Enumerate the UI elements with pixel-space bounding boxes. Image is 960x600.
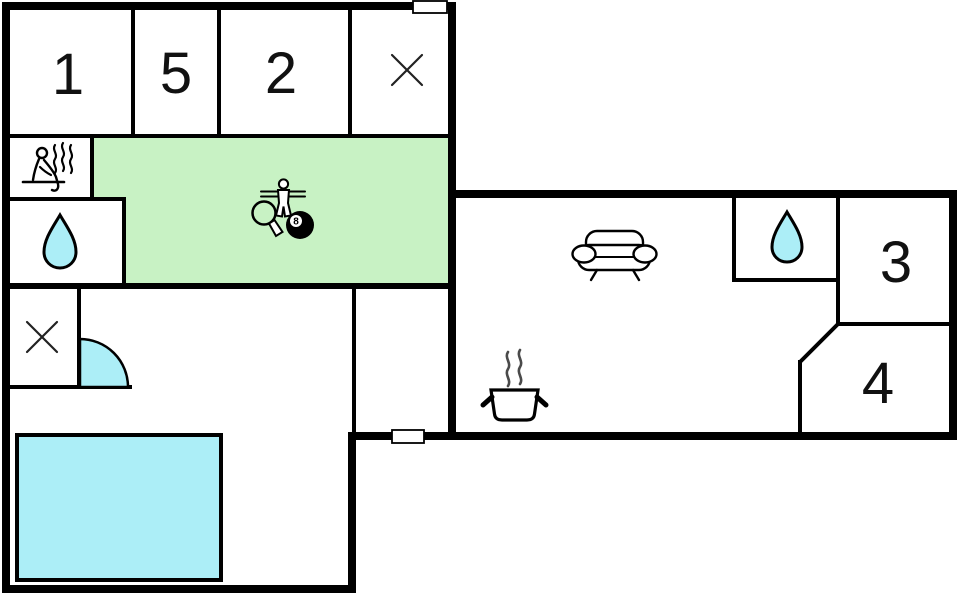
room-label-1: 1: [52, 42, 84, 107]
water-drop-shape: [770, 209, 804, 264]
wall-hall-xroom-bottom: [2, 385, 132, 389]
pot-handle: [480, 394, 495, 408]
wall-activity-room-bottom: [10, 283, 448, 289]
swimming-pool: [15, 433, 223, 582]
wall-room3-bottom: [836, 322, 950, 326]
sofa-icon: [571, 229, 658, 282]
wall-sauna-bottom: [10, 197, 126, 201]
wall-center-vertical: [448, 2, 456, 440]
sofa-leg: [589, 268, 599, 282]
sauna-steam-line: [52, 143, 58, 175]
billiard-ball-number: 8: [293, 217, 299, 228]
wall-room4-left: [798, 360, 802, 432]
door-swing-arc-icon: [78, 337, 130, 389]
cooking-pot-icon: [480, 348, 549, 422]
door-marker-top: [412, 0, 448, 14]
sauna-person-leg: [42, 158, 60, 192]
room-label-4: 4: [862, 351, 894, 416]
paddle-handle: [267, 218, 284, 238]
room-label-2: 2: [265, 41, 297, 106]
wall-right-building-right: [949, 190, 957, 440]
sauna-steam-line: [60, 141, 66, 173]
billiard-ball-number-circle: [290, 215, 302, 227]
billiard-8-ball-icon: 8: [286, 211, 314, 239]
wall-room2-xroom: [348, 10, 352, 134]
paddle-blade: [251, 200, 277, 226]
wall-room1-room5: [131, 10, 135, 134]
pot-steam-line: [505, 350, 511, 388]
sauna-person-head: [35, 146, 49, 160]
pot-body: [489, 388, 540, 422]
wall-room4-diagonal: [798, 322, 840, 364]
activity-room-floor: [94, 138, 448, 283]
sauna-icon: [21, 141, 74, 192]
wall-vestibule-left: [352, 289, 356, 432]
water-drop-icon: [770, 209, 804, 264]
wall-outer-left: [2, 2, 10, 593]
foosball-player-head: [277, 178, 290, 190]
water-drop-icon: [42, 212, 78, 270]
pot-steam-line: [517, 348, 523, 386]
x-mark-icon: [390, 53, 424, 87]
room-label-3: 3: [880, 230, 912, 295]
pot-handle: [534, 394, 549, 408]
wall-right-building-top: [448, 190, 957, 198]
wall-room3-left: [836, 198, 840, 326]
wall-bath-right-left: [732, 198, 736, 282]
foosball-player-body: [274, 189, 293, 218]
wall-bedroom-row-bottom: [10, 134, 448, 138]
wall-bath-right-bottom: [732, 278, 838, 282]
sofa-leg: [631, 268, 641, 282]
sauna-person-arm: [38, 165, 53, 177]
sauna-steam-line: [68, 143, 74, 175]
wall-outer-south: [348, 432, 957, 440]
table-tennis-icon: [251, 200, 284, 238]
wall-outer-top: [2, 2, 456, 10]
wall-bath-left-right: [122, 201, 126, 287]
sofa-armrest: [571, 244, 597, 264]
wall-outer-lower-right: [348, 432, 356, 593]
sauna-person-back: [31, 157, 41, 182]
sofa-armrest: [632, 244, 658, 264]
wall-sauna-right: [90, 138, 94, 201]
x-mark-icon: [25, 320, 59, 354]
wall-outer-bottom-left: [2, 585, 356, 593]
water-drop-shape: [42, 212, 78, 270]
foosball-icon: [260, 178, 306, 218]
wall-room5-room2: [217, 10, 221, 134]
door-marker-bottom: [391, 429, 425, 444]
room-label-5: 5: [160, 41, 192, 106]
